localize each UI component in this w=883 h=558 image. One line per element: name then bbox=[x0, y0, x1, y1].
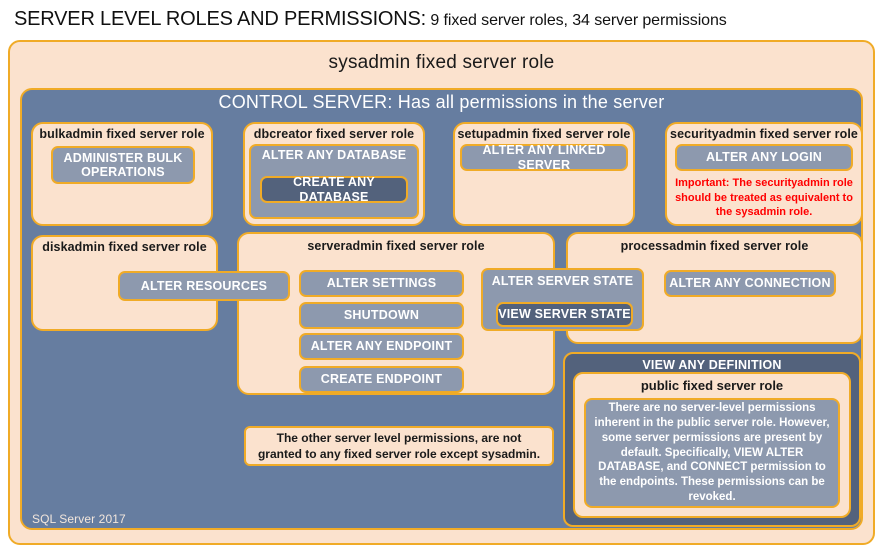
securityadmin-role-title: securityadmin fixed server role bbox=[670, 127, 858, 141]
bulkadmin-role-title: bulkadmin fixed server role bbox=[39, 127, 205, 141]
sysadmin-role-label: sysadmin fixed server role bbox=[328, 52, 555, 73]
sql-server-version-label: SQL Server 2017 bbox=[32, 512, 126, 526]
permission-alter-resources: ALTER RESOURCES bbox=[118, 271, 290, 301]
dbcreator-role-title: dbcreator fixed server role bbox=[253, 127, 415, 141]
permission-alter-server-state-label: ALTER SERVER STATE bbox=[491, 274, 634, 288]
permission-create-any-database: CREATE ANY DATABASE bbox=[260, 175, 408, 204]
page-title-subtitle: 9 fixed server roles, 34 server permissi… bbox=[426, 12, 727, 29]
public-role-note: There are no server-level permissions in… bbox=[584, 398, 840, 508]
permission-shutdown: SHUTDOWN bbox=[299, 302, 464, 329]
diskadmin-role-title: diskadmin fixed server role bbox=[42, 240, 207, 254]
page-title-main: SERVER LEVEL ROLES AND PERMISSIONS: bbox=[14, 8, 427, 30]
permission-alter-any-linked-server: ALTER ANY LINKED SERVER bbox=[460, 143, 628, 172]
permission-alter-any-connection: ALTER ANY CONNECTION bbox=[664, 270, 836, 297]
permission-alter-any-database-label: ALTER ANY DATABASE bbox=[261, 148, 407, 162]
permission-view-server-state: VIEW SERVER STATE bbox=[496, 302, 633, 327]
permission-administer-bulk-operations: ADMINISTER BULK OPERATIONS bbox=[51, 146, 195, 184]
securityadmin-role-box bbox=[665, 122, 863, 226]
page-title: SERVER LEVEL ROLES AND PERMISSIONS: 9 fi… bbox=[14, 8, 874, 34]
other-permissions-note: The other server level permissions, are … bbox=[244, 426, 554, 466]
processadmin-role-title: processadmin fixed server role bbox=[620, 239, 809, 253]
control-server-label: CONTROL SERVER: Has all permissions in t… bbox=[218, 92, 665, 112]
permission-alter-any-login: ALTER ANY LOGIN bbox=[675, 144, 853, 171]
permission-alter-any-endpoint: ALTER ANY ENDPOINT bbox=[299, 333, 464, 360]
setupadmin-role-box bbox=[453, 122, 635, 226]
setupadmin-role-title: setupadmin fixed server role bbox=[457, 127, 631, 141]
permission-alter-settings: ALTER SETTINGS bbox=[299, 270, 464, 297]
permission-create-endpoint: CREATE ENDPOINT bbox=[299, 366, 464, 393]
serveradmin-role-title: serveradmin fixed server role bbox=[307, 239, 485, 253]
permission-view-any-definition-label: VIEW ANY DEFINITION bbox=[642, 358, 782, 372]
securityadmin-warning-note: Important: The securityadmin role should… bbox=[675, 177, 853, 219]
public-role-title: public fixed server role bbox=[640, 378, 784, 393]
